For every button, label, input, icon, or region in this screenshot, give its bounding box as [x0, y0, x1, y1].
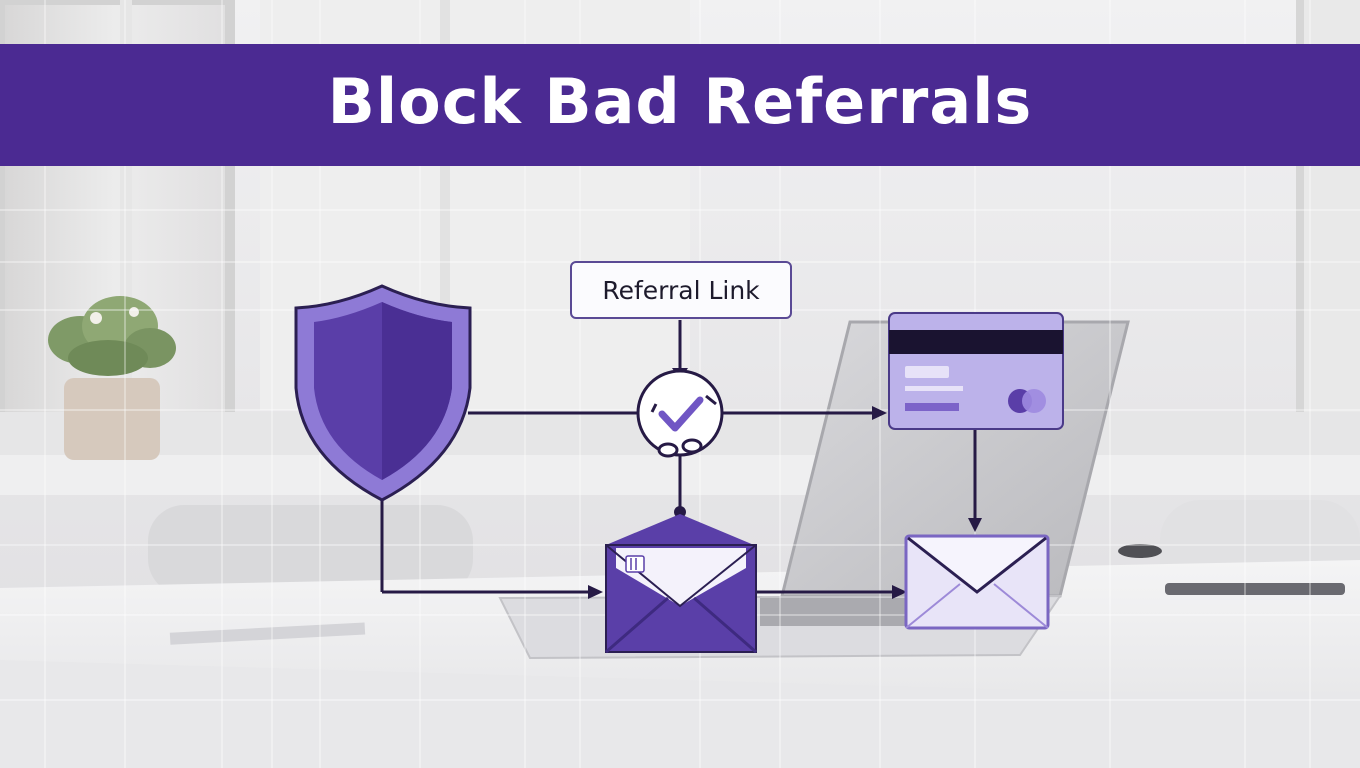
- diagram-connectors: [380, 320, 977, 594]
- potted-plant: [48, 296, 176, 460]
- mouse: [1118, 544, 1162, 558]
- chip-icon: [625, 555, 645, 573]
- pen: [1165, 583, 1345, 595]
- credit-card-icon: [888, 312, 1064, 430]
- page-title: Block Bad Referrals: [327, 64, 1033, 138]
- chair-back-left: [148, 505, 473, 595]
- referral-link-label: Referral Link: [570, 261, 792, 319]
- title-banner: Block Bad Referrals: [0, 44, 1360, 166]
- checkmark-link-icon: [636, 369, 724, 518]
- shield-icon: [294, 284, 472, 502]
- envelope-light-icon: [904, 534, 1050, 630]
